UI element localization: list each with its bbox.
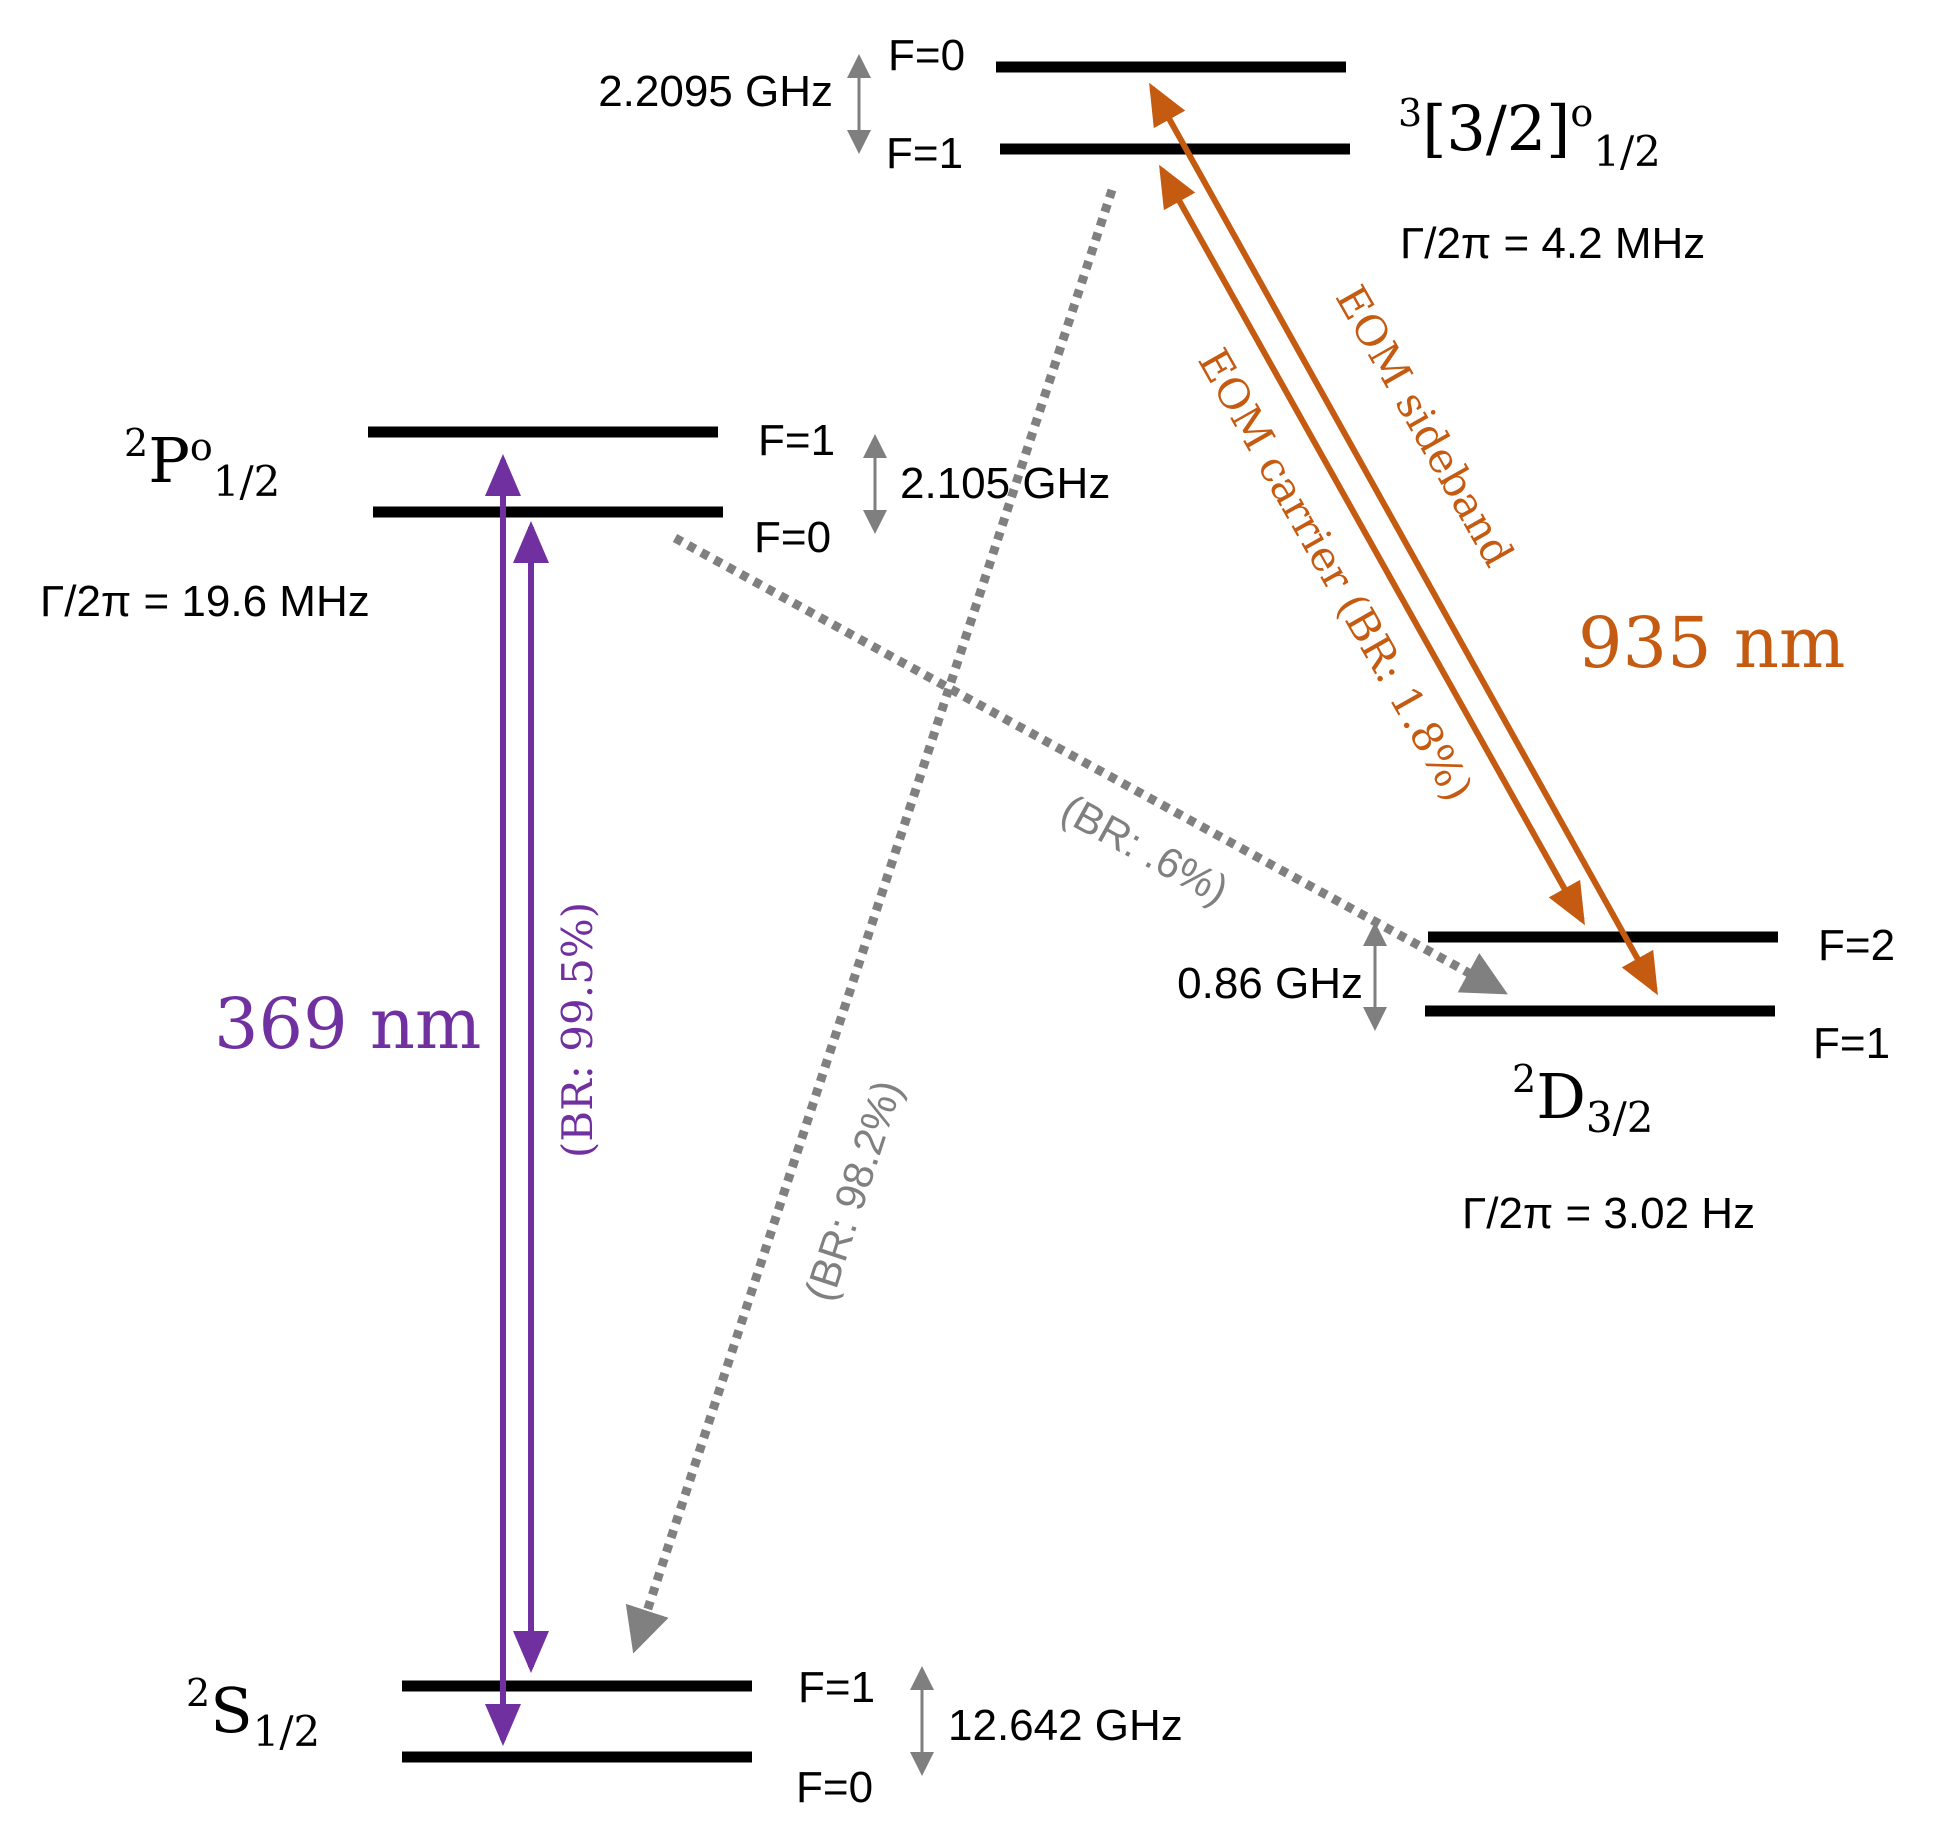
p12-splitting-label: 2.105 GHz bbox=[900, 459, 1110, 508]
p12-f1-label: F=1 bbox=[758, 416, 835, 465]
decay-to-d-label: (BR: .6%) bbox=[1054, 785, 1236, 914]
b32-splitting-label: 2.2095 GHz bbox=[598, 67, 833, 116]
ir-sideband-label: EOM sideband bbox=[1326, 277, 1523, 574]
p12-linewidth-label: Γ/2π = 19.6 MHz bbox=[40, 577, 370, 626]
uv-branching-label: (BR: 99.5%) bbox=[553, 902, 602, 1158]
d32-term-symbol: 2D3/2 bbox=[1512, 1057, 1654, 1142]
d32-splitting-label: 0.86 GHz bbox=[1177, 959, 1363, 1008]
d32-f2-label: F=2 bbox=[1818, 921, 1895, 970]
decay-to-s-arrow bbox=[625, 188, 1117, 1654]
s12-f1-label: F=1 bbox=[798, 1663, 875, 1712]
ir-sideband-arrow bbox=[1149, 82, 1658, 996]
b32-linewidth-label: Γ/2π = 4.2 MHz bbox=[1400, 219, 1705, 268]
decay-to-d-arrow bbox=[672, 534, 1508, 995]
d32-f1-label: F=1 bbox=[1813, 1019, 1890, 1068]
b32-f0-label: F=0 bbox=[888, 31, 965, 80]
d32-linewidth-label: Γ/2π = 3.02 Hz bbox=[1462, 1189, 1755, 1238]
p12-f0-label: F=0 bbox=[754, 513, 831, 562]
s12-splitting-label: 12.642 GHz bbox=[948, 1701, 1183, 1750]
b32-f1-label: F=1 bbox=[886, 129, 963, 178]
p12-term-symbol: 2Po1/2 bbox=[124, 421, 280, 506]
b32-term-symbol: 3[3/2]o1/2 bbox=[1398, 91, 1661, 176]
s12-f0-label: F=0 bbox=[796, 1763, 873, 1812]
uv-wavelength-label: 369 nm bbox=[214, 983, 481, 1065]
s12-term-symbol: 2S1/2 bbox=[186, 1671, 320, 1756]
ir-wavelength-label: 935 nm bbox=[1578, 602, 1845, 684]
